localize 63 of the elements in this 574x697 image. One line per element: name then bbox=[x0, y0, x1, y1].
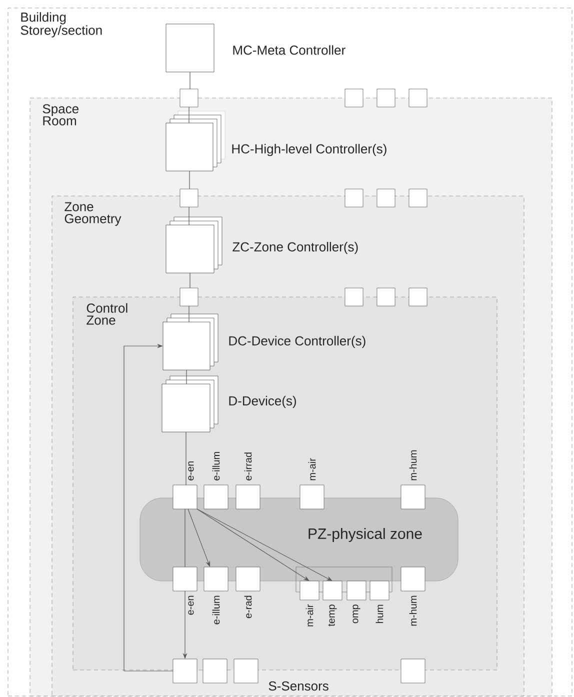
node-label: MC-Meta Controller bbox=[233, 45, 346, 55]
port-square bbox=[408, 188, 428, 208]
port-square bbox=[344, 88, 364, 108]
port-label: m-hum bbox=[409, 450, 417, 480]
controller-box: DC-Device Controller(s) bbox=[162, 314, 366, 370]
controller-box: HC-High-level Controller(s) bbox=[166, 110, 386, 172]
port-label: m-hum bbox=[409, 596, 417, 626]
port-square bbox=[172, 658, 198, 684]
section-label: S-Sensors bbox=[268, 681, 328, 691]
arrow bbox=[196, 508, 332, 581]
port-square bbox=[408, 288, 428, 306]
port-square bbox=[236, 566, 260, 592]
port-label: e-illum bbox=[212, 452, 220, 480]
node-label: ZC-Zone Controller(s) bbox=[232, 242, 358, 254]
port-square bbox=[204, 566, 228, 592]
connector-line bbox=[188, 306, 190, 322]
port-square bbox=[180, 288, 198, 306]
port-square bbox=[322, 580, 342, 600]
port-square bbox=[400, 658, 426, 684]
port-square bbox=[202, 658, 228, 684]
controller-box: D-Device(s) bbox=[162, 376, 296, 432]
port-square bbox=[180, 188, 198, 208]
connector-line bbox=[189, 170, 190, 190]
connector-line bbox=[184, 508, 186, 568]
port-square bbox=[300, 484, 324, 510]
port-square bbox=[172, 484, 198, 510]
controller-box: MC-Meta Controller bbox=[166, 24, 346, 72]
port-square bbox=[172, 566, 198, 592]
port-label: e-rad bbox=[244, 596, 252, 618]
zone-label: PZ-physical zone bbox=[308, 528, 422, 542]
port-square bbox=[300, 580, 320, 600]
connector-line bbox=[188, 106, 190, 124]
port-square bbox=[376, 188, 396, 208]
port-label: m-air bbox=[306, 604, 314, 626]
port-label: e-illum bbox=[212, 596, 220, 624]
port-label: e-en bbox=[188, 461, 194, 480]
port-label: e-en bbox=[188, 596, 194, 615]
port-square bbox=[234, 658, 258, 684]
connector-line bbox=[188, 206, 190, 226]
arrow bbox=[196, 508, 310, 581]
port-square bbox=[344, 288, 364, 306]
port-label: omp bbox=[352, 604, 360, 624]
port-square bbox=[370, 580, 390, 600]
port-label: temp bbox=[328, 604, 337, 626]
connector-line bbox=[186, 370, 187, 384]
node-label: DC-Device Controller(s) bbox=[229, 336, 366, 348]
port-square bbox=[180, 88, 198, 108]
port-square bbox=[400, 484, 426, 510]
port-square bbox=[376, 88, 396, 108]
port-square bbox=[400, 566, 426, 592]
port-square bbox=[376, 288, 396, 306]
port-square bbox=[344, 188, 364, 208]
port-square bbox=[408, 88, 428, 108]
port-square bbox=[236, 484, 260, 510]
port-square bbox=[204, 484, 228, 510]
port-label: hum bbox=[376, 604, 384, 623]
port-label: e-irrad bbox=[244, 452, 252, 480]
arrow bbox=[124, 344, 174, 672]
node-label: HC-High-level Controller(s) bbox=[232, 144, 386, 156]
port-label: m-air bbox=[308, 458, 316, 480]
port-square bbox=[346, 580, 366, 600]
node-label: D-Device(s) bbox=[229, 396, 296, 408]
controller-box: ZC-Zone Controller(s) bbox=[166, 216, 358, 274]
